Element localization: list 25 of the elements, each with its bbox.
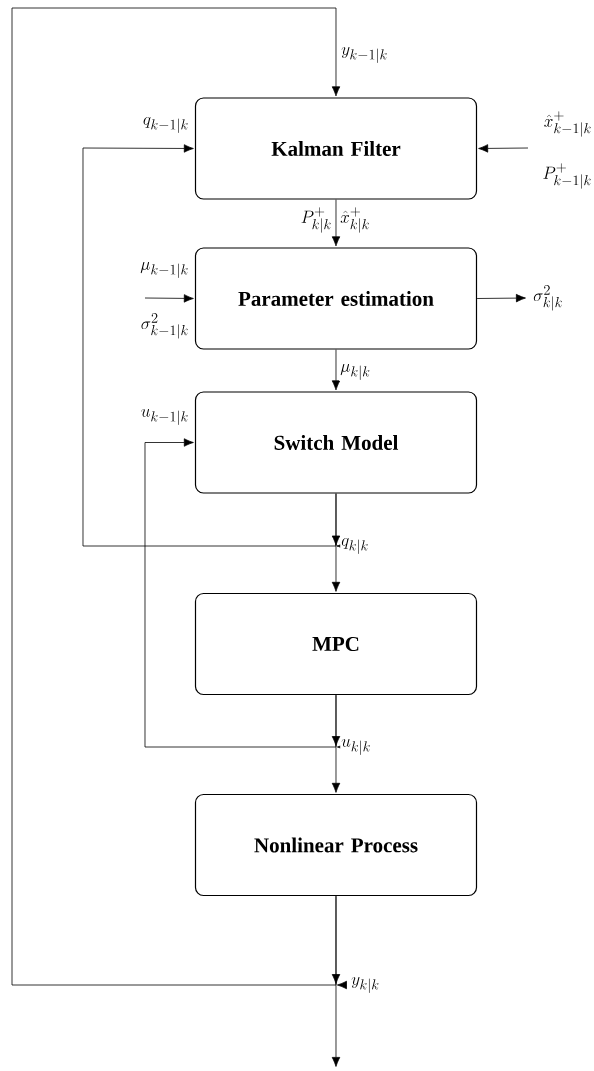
- process-box: Nonlinear Process: [194, 793, 478, 897]
- process-box: MPC: [194, 592, 478, 696]
- arrow: [331, 895, 341, 1067]
- signal-label: $\hat{x}^{+}_{k|k}$: [339, 206, 371, 234]
- process-box: Kalman Filter: [194, 97, 478, 200]
- edge-label: $\sigma^{2}_{k|k}$: [532, 284, 564, 312]
- arrow: [144, 294, 194, 303]
- edge-label: $q_{k-1|k}$: [141, 116, 190, 134]
- arrow: [331, 199, 341, 247]
- edge-label: $P^{+}_{k|k}$: [299, 206, 333, 234]
- edge-label: $y_{k-1|k}$: [340, 46, 389, 64]
- edge-label: $\mu_{k|k}$: [339, 363, 372, 381]
- arrow: [331, 349, 341, 391]
- arrow: [11, 7, 347, 990]
- signal-label: $P^{+}_{k-1|k}$: [541, 162, 593, 190]
- edge-label: $\hat{x}^{+}_{k-1|k}$: [542, 110, 593, 138]
- process-box: Switch Model: [194, 391, 478, 494]
- process-box: Parameter estimation: [194, 247, 478, 350]
- edge-label: $q_{k|k}$: [340, 537, 370, 555]
- arrow: [476, 293, 526, 303]
- arrow: [478, 144, 529, 153]
- edge-label: $u_{k|k}$: [340, 738, 372, 756]
- edge-label: $y_{k|k}$: [350, 976, 381, 994]
- edge-label: $\mu_{k-1|k}$: [139, 261, 190, 279]
- edge-label: $u_{k-1|k}$: [139, 408, 190, 426]
